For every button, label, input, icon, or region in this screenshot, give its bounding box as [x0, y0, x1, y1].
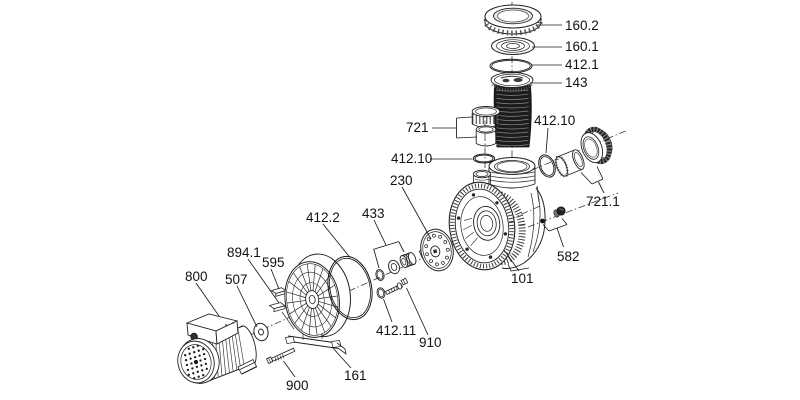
cap-160-2	[483, 4, 543, 36]
leader-595	[270, 268, 280, 290]
basket-rim	[490, 72, 534, 88]
screw-910	[384, 277, 409, 296]
part-label-412-10-right: 412.10	[534, 113, 575, 128]
drain-plug-body	[556, 206, 566, 216]
part-label-433: 433	[362, 206, 385, 221]
leader-800	[195, 282, 220, 317]
fan-hub-dot	[193, 359, 199, 365]
impeller-230	[418, 228, 454, 272]
axis-union-right	[531, 129, 629, 171]
housing-101	[448, 157, 546, 272]
leader-161	[331, 346, 352, 369]
basket-mesh-ribs	[496, 89, 529, 147]
part-label-894-1: 894.1	[227, 245, 261, 260]
part-label-161: 161	[344, 368, 367, 383]
union-nut-721-1	[580, 126, 613, 165]
leader-412-11	[383, 298, 393, 323]
flange-bolt-dots	[456, 193, 508, 259]
part-label-160-2: 160.2	[565, 18, 599, 33]
part-label-507: 507	[225, 272, 248, 287]
leader-412-2	[322, 223, 351, 258]
o-ring-412-10-left	[472, 153, 496, 164]
part-label-101: 101	[511, 271, 534, 286]
part-label-582: 582	[557, 249, 580, 264]
key-shaft-line	[281, 311, 295, 330]
part-labels: 160.2 160.1 412.1 143 721 412.10 412.10 …	[185, 18, 620, 393]
volute-body	[501, 187, 546, 269]
backplate-hub	[305, 290, 320, 309]
union-adapter-721	[475, 125, 497, 147]
seal-seat-433	[388, 259, 400, 275]
part-label-412-2: 412.2	[306, 210, 340, 225]
part-label-143: 143	[565, 75, 588, 90]
union-adapter-721-1	[554, 149, 585, 178]
part-label-230: 230	[390, 173, 413, 188]
o-ring-412-2	[327, 255, 373, 321]
seal-o-ring-433	[375, 269, 385, 281]
foot-right	[331, 340, 342, 348]
fan-grille-holes	[184, 344, 208, 380]
seal-spring-433	[399, 252, 417, 268]
washer-507	[253, 322, 269, 342]
part-label-412-10-left: 412.10	[391, 151, 432, 166]
part-label-595: 595	[262, 255, 285, 270]
part-label-412-1: 412.1	[565, 57, 599, 72]
part-label-721: 721	[406, 120, 429, 135]
housing-flange	[448, 181, 516, 271]
union-nut-721	[471, 106, 501, 128]
drain-o-ring-dot	[540, 218, 545, 224]
part-label-160-1: 160.1	[565, 39, 599, 54]
o-ring-412-11	[376, 287, 386, 299]
leader-721	[432, 116, 478, 139]
leader-101	[503, 249, 520, 272]
o-ring-412-1	[489, 58, 533, 74]
impeller-balance-holes	[424, 233, 450, 267]
leader-910	[406, 287, 429, 336]
motor-foot	[237, 358, 258, 375]
leader-894-1	[247, 258, 280, 304]
key-894-1	[268, 302, 286, 313]
lid-160-1	[491, 37, 535, 55]
impeller-hub	[430, 245, 441, 258]
motor-800	[177, 313, 258, 384]
part-label-721-1: 721.1	[586, 194, 620, 209]
leader-582	[542, 218, 568, 248]
foot-left	[285, 336, 295, 344]
leader-507	[236, 285, 258, 328]
pot-neck-rim	[488, 157, 536, 175]
o-ring-412-10-right	[538, 154, 556, 178]
leader-412-10-right	[545, 127, 549, 154]
part-label-900: 900	[286, 378, 309, 393]
backplate-161	[284, 253, 351, 338]
backplate-base	[285, 333, 347, 355]
leader-900	[283, 360, 296, 378]
leader-230	[401, 186, 432, 240]
bolt-900	[265, 347, 296, 365]
leader-433	[372, 219, 405, 269]
part-label-910: 910	[419, 335, 442, 350]
drain-plug-582	[540, 206, 566, 224]
part-label-800: 800	[185, 269, 208, 284]
part-label-412-11: 412.11	[376, 323, 416, 338]
strainer-basket-143	[490, 72, 534, 148]
leader-721-1	[580, 166, 605, 194]
terminal-box-right	[215, 320, 239, 345]
leader-lines	[195, 24, 605, 378]
backplate-web	[286, 263, 339, 336]
